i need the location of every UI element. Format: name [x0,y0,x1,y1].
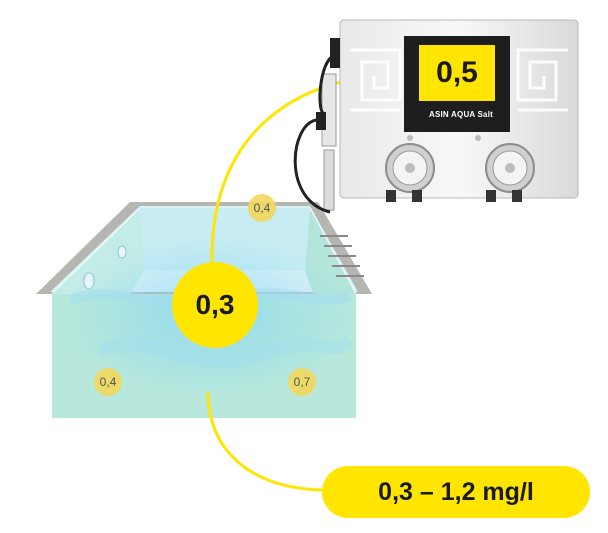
connector-line-range [206,391,323,492]
pool-bottom-left-reading: 0,4 [94,368,122,396]
water-caustics-2 [97,334,355,370]
pool-edge-right [309,207,357,295]
peristaltic-pump-right [485,143,535,202]
pool-nozzle-icon [117,245,127,259]
probe-assembly [293,38,340,214]
pool-nozzle-icon [83,272,95,290]
pool-bottom-right-reading: 0,7 [288,368,316,396]
pool-top-right-reading: 0,4 [248,194,276,222]
pool-ladder-icon [320,235,364,277]
device-pattern-left [350,48,402,112]
device-indicator-icon [475,135,481,141]
device-pattern-right [516,48,568,112]
device-indicator-icon [407,135,413,141]
chlorine-range-label: 0,3 – 1,2 mg/l [322,466,590,518]
device-display-reading: 0,5 [419,45,495,101]
pool-center-reading: 0,3 [172,262,258,348]
peristaltic-pump-left [385,143,435,202]
device-brand-label: ASIN AQUA Salt [429,110,493,119]
pool-edge-left [51,207,141,295]
